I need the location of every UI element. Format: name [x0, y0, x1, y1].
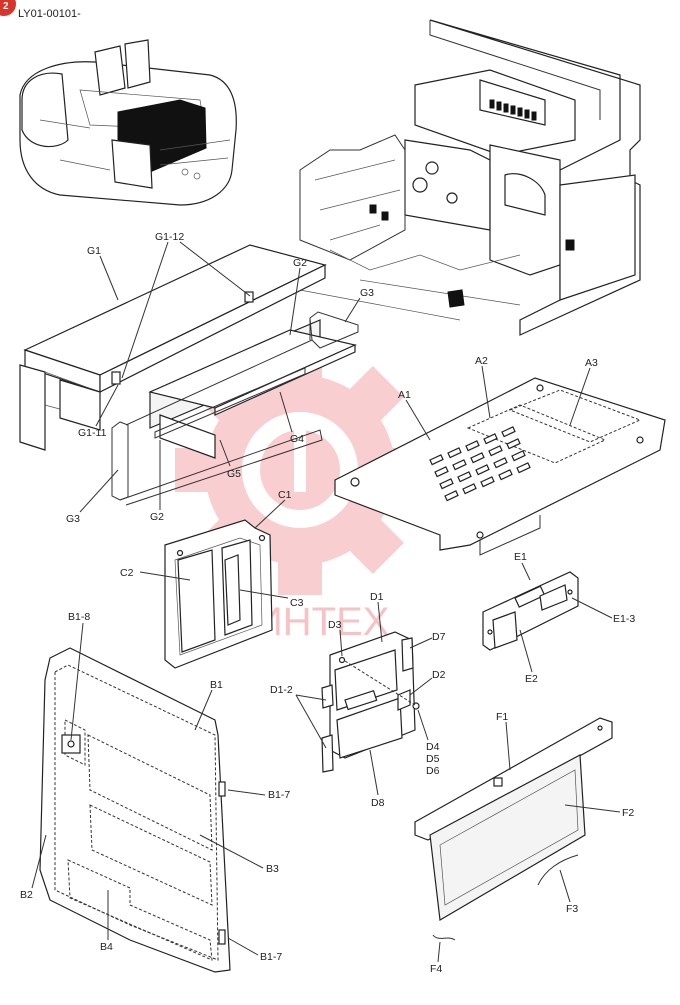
- board-mount-d: [321, 631, 420, 773]
- label-b1-8: B1-8: [68, 611, 90, 623]
- label-c1: C1: [278, 489, 292, 501]
- vehicle-overview: [19, 39, 237, 206]
- label-a1: A1: [398, 389, 411, 401]
- label-d8: D8: [371, 797, 385, 809]
- label-g3-top: G3: [360, 287, 374, 299]
- floor-plate-a: [334, 377, 666, 556]
- label-b4: B4: [100, 941, 113, 953]
- side-panel-c: [164, 519, 273, 669]
- label-b2: B2: [20, 889, 33, 901]
- label-b3: B3: [266, 863, 279, 875]
- machine-frame: [299, 19, 641, 336]
- label-d6: D6: [426, 765, 440, 777]
- label-b1-7-top: B1-7: [268, 789, 290, 801]
- door-panel-b: [39, 647, 231, 973]
- label-d5: D5: [426, 753, 440, 765]
- label-a3: A3: [585, 357, 598, 369]
- plate-f: [414, 717, 613, 941]
- label-f3: F3: [566, 903, 578, 915]
- watermark-text: ИНТЕХ: [254, 600, 389, 644]
- label-g5: G5: [227, 468, 241, 480]
- label-d3: D3: [328, 619, 342, 631]
- part-labels: G1 G1-12 G2 G3 G1-11 G4 G5 G3 G2 A1 A2 A…: [20, 231, 635, 975]
- bracket-e: [482, 571, 579, 651]
- label-f4: F4: [430, 963, 442, 975]
- label-g1-11: G1-11: [78, 427, 107, 439]
- corner-badge-icon: 2: [0, 0, 16, 16]
- svg-text:2: 2: [3, 1, 9, 12]
- label-b1: B1: [210, 679, 223, 691]
- label-f2: F2: [622, 807, 634, 819]
- label-g1: G1: [87, 245, 101, 257]
- label-d4: D4: [426, 741, 440, 753]
- label-f1: F1: [496, 711, 508, 723]
- label-e1: E1: [514, 551, 527, 563]
- reference-code: LY01-00101-: [18, 8, 81, 20]
- label-c2: C2: [120, 567, 134, 579]
- label-g1-12: G1-12: [155, 231, 184, 243]
- label-g3-bottom: G3: [66, 513, 80, 525]
- label-d1-2: D1-2: [270, 684, 293, 696]
- label-e2: E2: [525, 673, 538, 685]
- label-g2-bottom: G2: [150, 511, 164, 523]
- label-a2: A2: [475, 355, 488, 367]
- label-b1-7-bottom: B1-7: [260, 951, 282, 963]
- label-g2-top: G2: [293, 257, 307, 269]
- label-e1-3: E1-3: [613, 613, 635, 625]
- label-g4: G4: [290, 433, 304, 445]
- label-d7: D7: [432, 631, 446, 643]
- label-d2: D2: [432, 669, 446, 681]
- leader-lines: [31, 241, 621, 963]
- cover-assembly-g: [19, 244, 359, 506]
- label-d1: D1: [370, 591, 384, 603]
- label-c3: C3: [290, 597, 304, 609]
